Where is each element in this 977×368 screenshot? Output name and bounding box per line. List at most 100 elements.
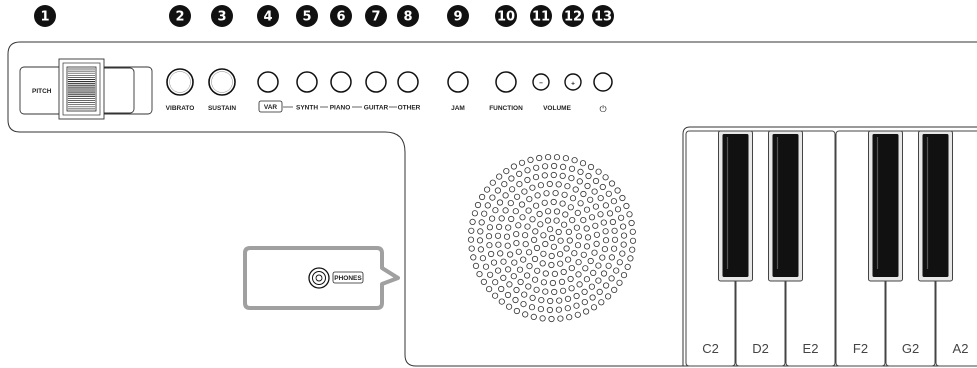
grille-hole xyxy=(588,283,596,290)
grille-hole xyxy=(587,163,595,171)
grille-hole xyxy=(590,304,598,311)
callout-badge-circle xyxy=(592,5,614,27)
grille-hole xyxy=(611,227,618,234)
grille-hole xyxy=(504,266,512,273)
callout-badge-13: 13 xyxy=(592,5,614,27)
grille-hole xyxy=(542,240,549,248)
grille-hole xyxy=(494,187,501,194)
grille-hole xyxy=(557,237,564,244)
power-button[interactable] xyxy=(593,72,613,92)
grille-hole xyxy=(528,304,536,311)
function-button[interactable] xyxy=(495,71,517,93)
var-button[interactable] xyxy=(257,71,279,93)
grille-hole xyxy=(575,271,582,278)
grille-hole xyxy=(557,315,564,322)
grille-hole xyxy=(572,186,579,193)
piano-label: PIANO xyxy=(330,105,351,112)
piano-button[interactable] xyxy=(330,71,352,93)
grille-hole xyxy=(590,269,597,276)
volume-up-button[interactable] xyxy=(564,73,582,91)
synth-button[interactable] xyxy=(296,71,318,93)
grille-hole xyxy=(564,183,571,190)
grille-hole xyxy=(542,270,549,277)
grille-hole xyxy=(562,211,569,218)
grille-hole xyxy=(546,306,554,314)
grille-hole xyxy=(591,188,598,195)
grille-hole xyxy=(627,255,634,262)
guitar-button[interactable] xyxy=(365,71,387,93)
vibrato-button[interactable] xyxy=(166,68,194,96)
grille-hole xyxy=(559,172,566,179)
jam-button[interactable] xyxy=(447,71,469,93)
grille-hole xyxy=(585,172,592,180)
callout-badge-8: 8 xyxy=(397,5,419,27)
grille-hole xyxy=(595,168,602,175)
grille-hole xyxy=(520,300,527,308)
grille-hole xyxy=(552,190,559,197)
grille-hole xyxy=(616,259,623,266)
grille-hole xyxy=(485,233,493,240)
grille-hole xyxy=(587,257,594,265)
grille-hole xyxy=(485,285,493,293)
grille-hole xyxy=(583,276,591,283)
grille-hole xyxy=(592,222,599,229)
grille-hole xyxy=(546,180,553,188)
grille-hole xyxy=(532,202,540,209)
grille-hole xyxy=(544,217,552,224)
pitch-bend-wheel[interactable]: PITCH xyxy=(19,58,153,120)
grille-hole xyxy=(559,287,567,294)
grille-hole xyxy=(595,262,602,269)
wheel-surface xyxy=(66,66,97,112)
key-label-F2: F2 xyxy=(853,341,868,356)
volume-down-button[interactable] xyxy=(532,73,550,91)
grille-hole xyxy=(577,168,584,175)
phones-callout: PHONES xyxy=(243,246,400,310)
grille-hole xyxy=(502,192,509,199)
grille-hole xyxy=(539,260,546,267)
grille-hole xyxy=(513,240,520,247)
grille-hole xyxy=(489,194,496,201)
grille-hole xyxy=(490,259,498,266)
grille-hole xyxy=(526,196,533,203)
grille-hole xyxy=(604,293,612,300)
grille-hole xyxy=(529,294,536,301)
black-key xyxy=(922,134,949,277)
sustain-button[interactable] xyxy=(208,68,236,96)
grille-hole xyxy=(532,174,540,181)
callout-badge-11: 11 xyxy=(530,5,552,27)
grille-hole xyxy=(616,279,623,286)
pitch-label: PITCH xyxy=(32,88,52,95)
grille-hole xyxy=(478,219,485,226)
grille-hole xyxy=(550,198,557,206)
grille-hole xyxy=(544,154,552,161)
grille-hole xyxy=(582,308,590,315)
grille-hole xyxy=(543,190,550,197)
grille-hole xyxy=(605,190,612,197)
grille-hole xyxy=(550,243,558,250)
grille-hole xyxy=(494,232,502,239)
grille-hole xyxy=(568,264,575,272)
grille-hole xyxy=(555,306,563,313)
grille-hole xyxy=(602,237,610,244)
grille-hole xyxy=(497,250,504,257)
grille-hole xyxy=(530,236,538,243)
grille-hole xyxy=(558,278,566,285)
grille-hole xyxy=(542,288,549,295)
grille-hole xyxy=(498,298,505,305)
var-label: VAR xyxy=(264,104,278,111)
callout-badge-4: 4 xyxy=(257,5,279,27)
grille-hole xyxy=(546,226,554,233)
grille-hole xyxy=(515,248,522,255)
grille-hole xyxy=(608,254,616,261)
other-button[interactable] xyxy=(397,71,419,93)
grille-hole xyxy=(500,258,507,265)
callout-badge-circle xyxy=(257,5,279,27)
sustain-button-ring xyxy=(211,71,233,93)
grille-hole xyxy=(575,259,582,266)
pitch-wheel-icon[interactable] xyxy=(66,66,97,112)
grille-hole xyxy=(530,313,537,320)
grille-hole xyxy=(518,159,526,166)
